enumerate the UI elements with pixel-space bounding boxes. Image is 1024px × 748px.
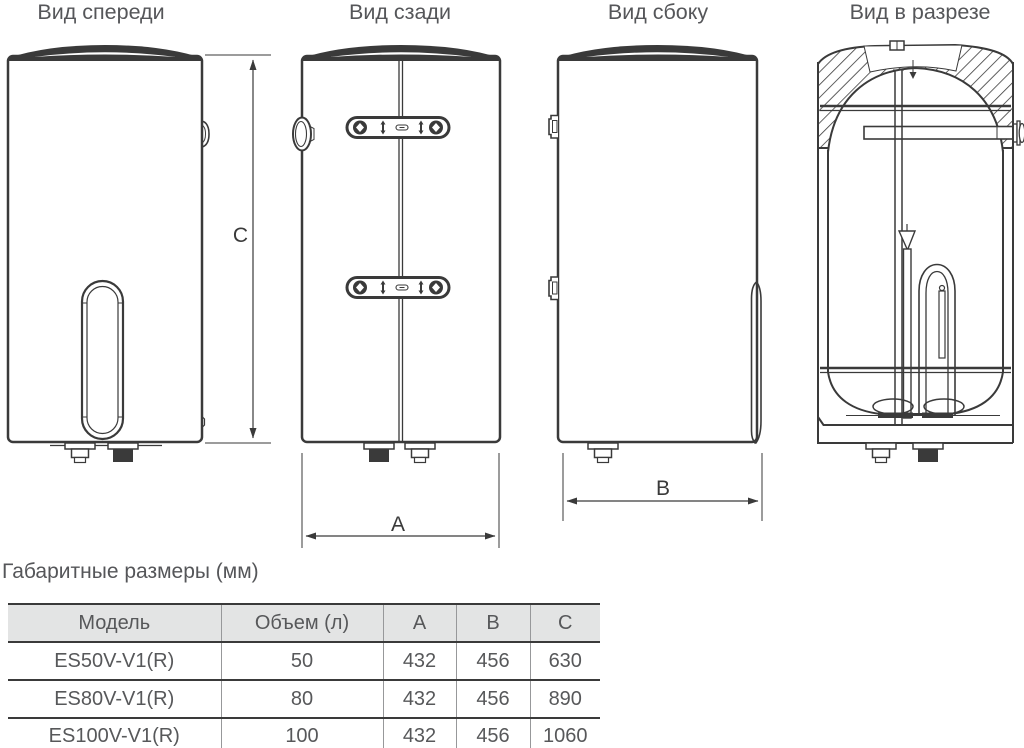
side-dial-bump bbox=[201, 120, 210, 148]
cell-c: 1060 bbox=[529, 718, 600, 748]
water-pipe-fitting bbox=[404, 442, 436, 464]
cell-a: 432 bbox=[382, 642, 456, 681]
view-title-section: Вид в разрезе bbox=[849, 0, 991, 24]
dimensions-table: Модель Объем (л) A B C ES50V-V1(R) 50 43… bbox=[8, 603, 600, 748]
table-header-row: Модель Объем (л) A B C bbox=[8, 603, 600, 643]
dimension-label-b: B bbox=[656, 477, 670, 500]
heating-element-tube bbox=[918, 263, 956, 416]
front-body bbox=[6, 54, 204, 444]
front-view-drawing bbox=[6, 45, 210, 464]
dimension-c: C bbox=[205, 54, 271, 444]
magnesium-anode-rod bbox=[902, 248, 912, 419]
cell-volume: 80 bbox=[220, 680, 383, 719]
table-caption: Габаритные размеры (мм) bbox=[2, 560, 259, 583]
cell-b: 456 bbox=[455, 718, 530, 748]
mounting-bracket bbox=[345, 276, 451, 299]
cell-c: 630 bbox=[529, 642, 600, 681]
table-row: ES80V-V1(R) 80 432 456 890 bbox=[8, 680, 600, 719]
base-plate bbox=[817, 416, 1013, 444]
control-panel-side-profile bbox=[750, 281, 762, 445]
cell-model: ES50V-V1(R) bbox=[8, 642, 221, 681]
side-body bbox=[556, 54, 759, 444]
water-pipe-fitting-dark bbox=[363, 442, 395, 463]
side-view-drawing bbox=[548, 45, 762, 464]
top-cap-highlight bbox=[34, 52, 176, 57]
column-header-a: A bbox=[382, 603, 456, 643]
dimension-b: B bbox=[562, 453, 763, 521]
cell-a: 432 bbox=[382, 680, 456, 719]
cutaway-view-drawing bbox=[817, 40, 1024, 464]
rear-view-drawing bbox=[292, 45, 502, 464]
table-row: ES50V-V1(R) 50 432 456 630 bbox=[8, 642, 600, 681]
water-pipe-fitting bbox=[865, 442, 897, 464]
edge-notch bbox=[201, 416, 206, 428]
cell-volume: 50 bbox=[220, 642, 383, 681]
control-panel-window bbox=[80, 279, 125, 441]
cell-a: 432 bbox=[382, 718, 456, 748]
cell-model: ES80V-V1(R) bbox=[8, 680, 221, 719]
bottom-flange-ring bbox=[923, 398, 965, 415]
dimension-label-c: C bbox=[233, 224, 248, 247]
column-header-c: C bbox=[529, 603, 600, 643]
water-pipe-fitting-dark bbox=[107, 442, 139, 463]
cell-b: 456 bbox=[455, 642, 530, 681]
thermostat-knob bbox=[292, 116, 312, 152]
water-pipe-fitting-dark bbox=[912, 442, 944, 463]
mounting-bracket-profile bbox=[548, 114, 558, 139]
cell-c: 890 bbox=[529, 680, 600, 719]
heating-element-flange-tube bbox=[863, 125, 1014, 140]
table-row: ES100V-V1(R) 100 432 456 1060 bbox=[8, 718, 600, 748]
dimension-a: A bbox=[301, 453, 500, 548]
top-flange-window bbox=[863, 44, 963, 73]
cell-volume: 100 bbox=[220, 718, 383, 748]
view-title-side: Вид сбоку bbox=[607, 0, 709, 24]
cell-b: 456 bbox=[455, 680, 530, 719]
tank-bottom bbox=[827, 371, 1004, 415]
rear-body bbox=[300, 54, 502, 444]
water-pipe-fitting bbox=[64, 442, 96, 464]
view-title-rear: Вид сзади bbox=[349, 0, 451, 24]
inner-tank-dome bbox=[827, 66, 1004, 153]
cell-model: ES100V-V1(R) bbox=[48, 725, 180, 747]
dimension-label-a: A bbox=[391, 513, 405, 536]
column-header-b: B bbox=[455, 603, 530, 643]
mounting-bracket-profile bbox=[548, 276, 559, 301]
mounting-bracket bbox=[345, 116, 451, 139]
water-pipe-fitting bbox=[587, 442, 619, 464]
thermostat-tube bbox=[938, 290, 946, 359]
column-header-volume: Объем (л) bbox=[220, 603, 383, 643]
view-title-front: Вид спереди bbox=[37, 0, 165, 24]
column-header-model: Модель bbox=[8, 603, 221, 643]
technical-drawings: C bbox=[6, 40, 1024, 548]
